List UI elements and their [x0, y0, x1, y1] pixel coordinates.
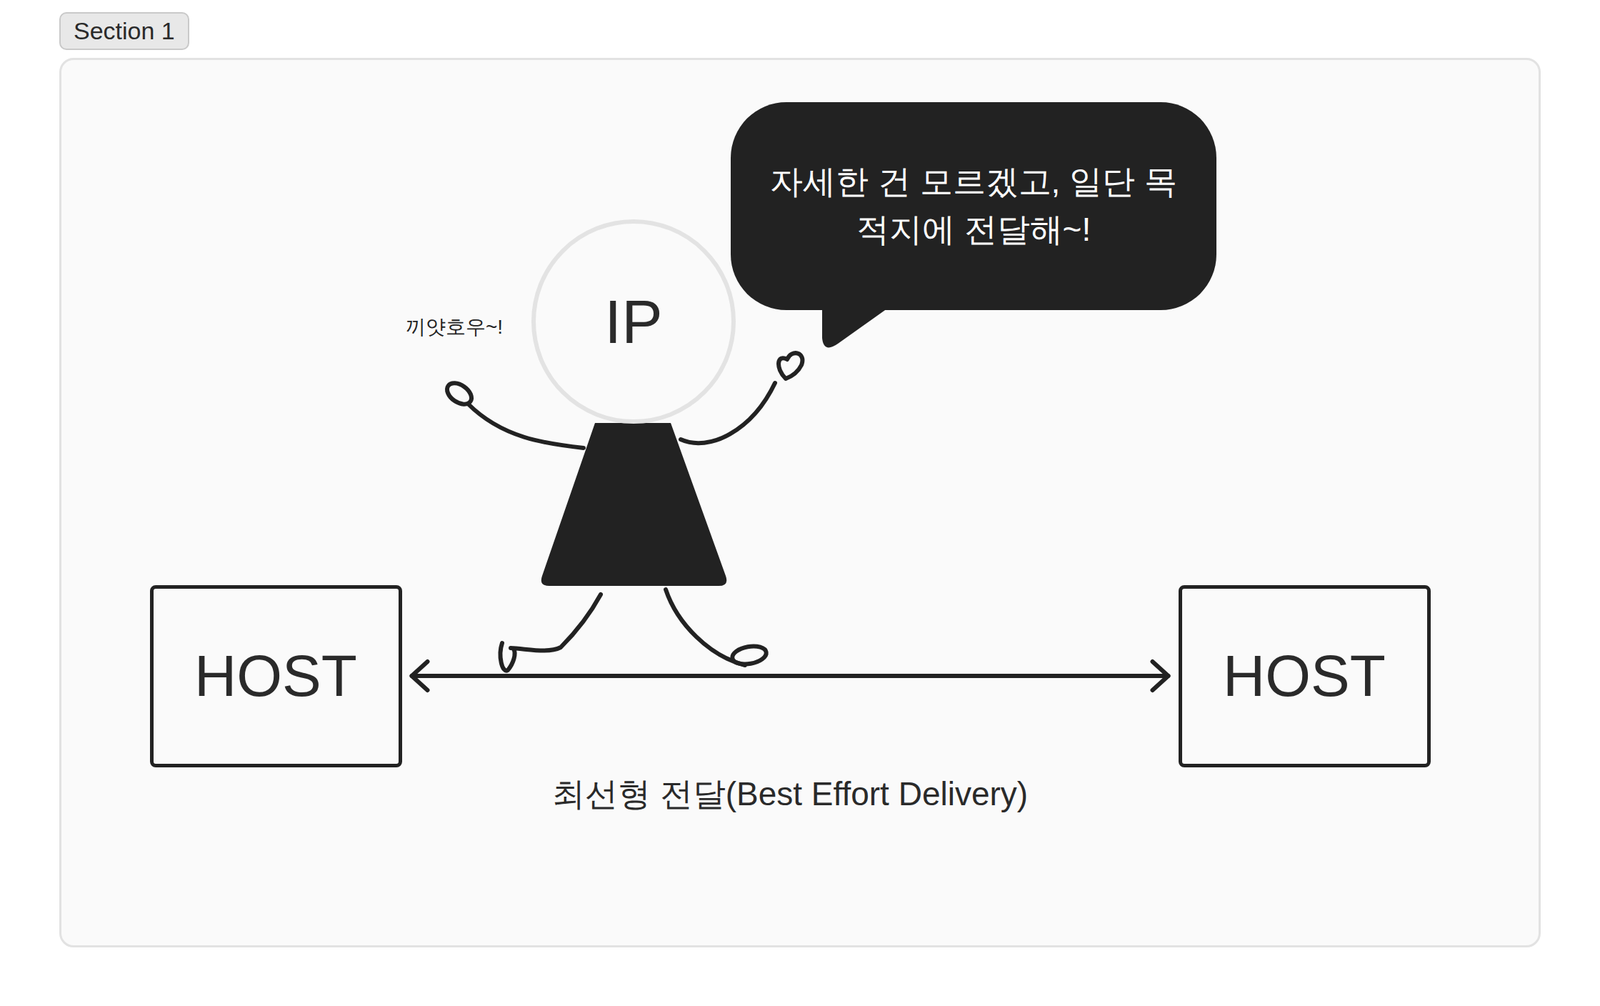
- left-hand: [443, 378, 476, 408]
- ip-head-circle: IP: [531, 219, 736, 424]
- host-box: HOST: [150, 585, 403, 768]
- connector-arrow: [412, 673, 1169, 678]
- right-foot: [730, 643, 768, 667]
- edge-label: 최선형 전달(Best Effort Delivery): [546, 775, 1034, 813]
- node-label: HOST: [1222, 642, 1386, 710]
- node-label: IP: [604, 286, 663, 358]
- speech-text: 자세한 건 모르겠고, 일단 목적지에 전달해~!: [759, 157, 1188, 253]
- section-title: Section 1: [73, 17, 175, 45]
- left-arm: [467, 403, 584, 448]
- exclamation-note: 끼얏호우~!: [405, 315, 503, 338]
- figure-body: [541, 422, 728, 586]
- free-label-wrap: 끼얏호우~!: [405, 313, 503, 341]
- speech-bubble: 자세한 건 모르겠고, 일단 목적지에 전달해~!: [730, 102, 1217, 310]
- right-leg: [665, 589, 745, 665]
- section-tab: Section 1: [59, 12, 190, 50]
- host-box: HOST: [1178, 585, 1431, 768]
- left-foot: [500, 642, 515, 671]
- heart-hand: [778, 352, 803, 379]
- node-label: HOST: [194, 642, 358, 710]
- section-panel: 자세한 건 모르겠고, 일단 목적지에 전달해~!IPHOSTHOSTSecti…: [59, 57, 1541, 948]
- left-leg: [510, 594, 601, 651]
- edge-label-wrap: 최선형 전달(Best Effort Delivery): [546, 772, 1034, 817]
